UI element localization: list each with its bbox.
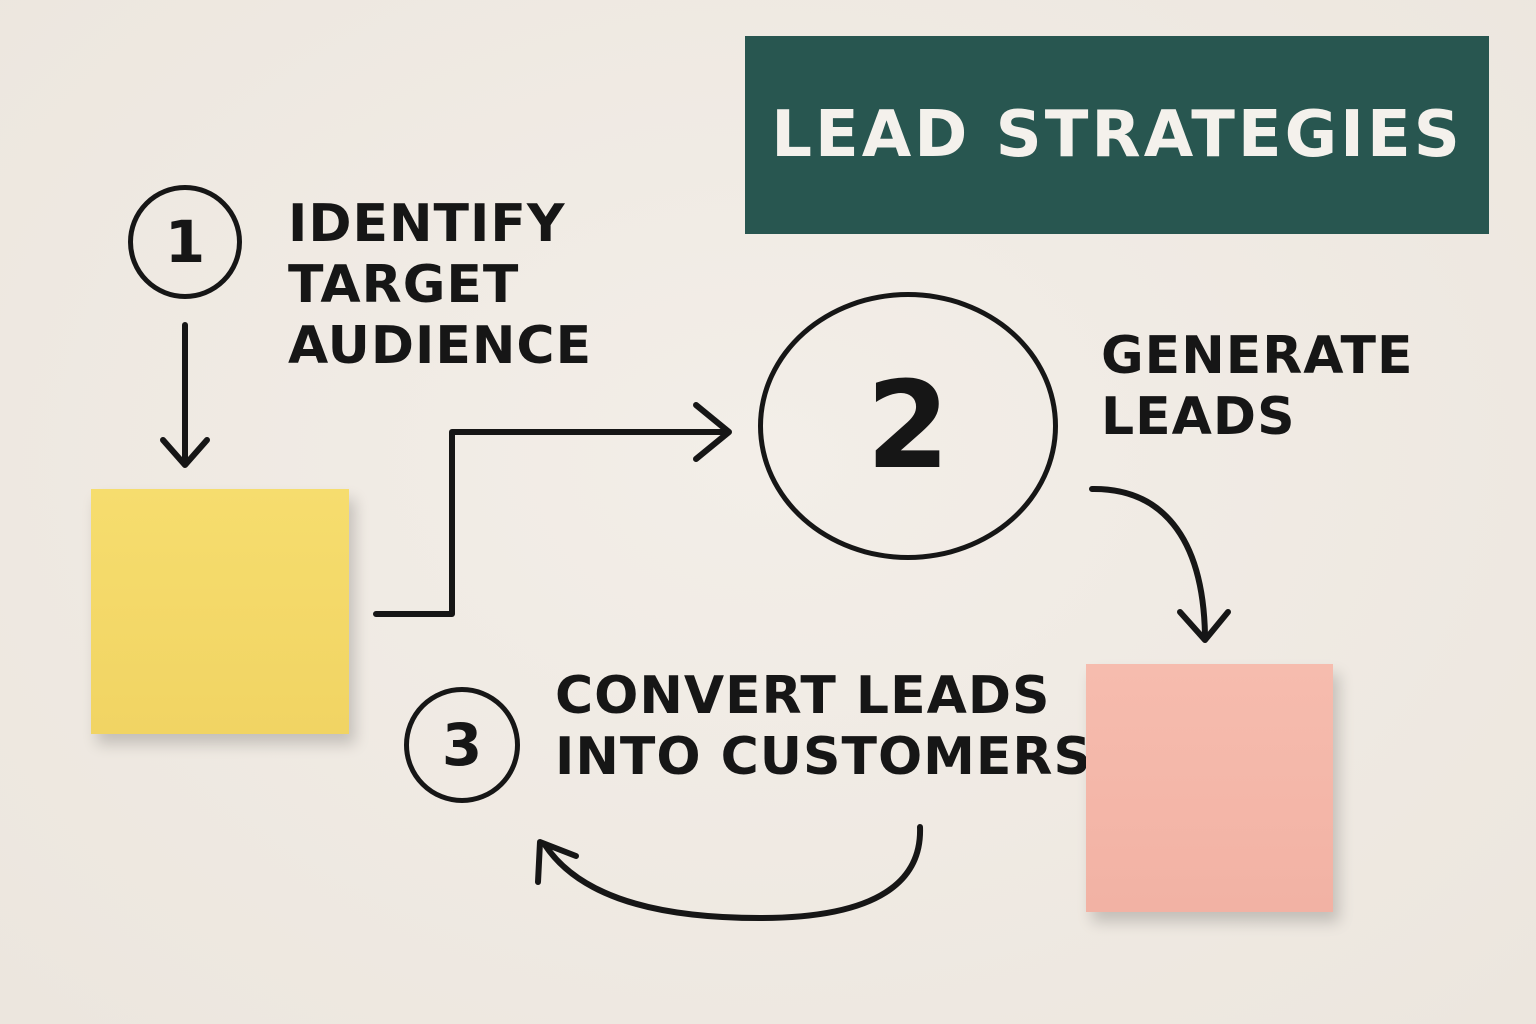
step-3-label-line-2: INTO CUSTOMERS bbox=[555, 727, 1092, 788]
arrow-step2-to-pinknote bbox=[1089, 485, 1208, 638]
step-2-label-line-1: GENERATE bbox=[1101, 326, 1414, 386]
yellow-sticky-note bbox=[91, 489, 349, 734]
step-3-circle: 3 bbox=[404, 687, 520, 803]
step-1-label: IDENTIFY TARGET AUDIENCE bbox=[288, 194, 592, 376]
step-2-label: GENERATE LEADS bbox=[1101, 326, 1413, 448]
step-3-label: CONVERT LEADS INTO CUSTOMERS bbox=[555, 666, 1092, 789]
arrow-return-to-step3-head bbox=[535, 839, 579, 885]
pink-sticky-note bbox=[1086, 664, 1333, 912]
step-1-label-line-2: TARGET bbox=[288, 254, 520, 315]
step-1-label-line-3: AUDIENCE bbox=[288, 315, 593, 376]
step-2-number: 2 bbox=[866, 356, 950, 496]
step-1-label-line-1: IDENTIFY bbox=[288, 194, 566, 254]
step-1-circle: 1 bbox=[128, 185, 242, 299]
arrow-note-to-step2 bbox=[373, 429, 731, 617]
arrow-step2-to-pinknote-head bbox=[1177, 609, 1231, 643]
step-2-label-line-2: LEADS bbox=[1101, 386, 1296, 447]
arrow-note-to-step2-head bbox=[693, 402, 732, 462]
step-2-circle: 2 bbox=[758, 292, 1058, 560]
title-banner: LEAD STRATEGIES bbox=[745, 36, 1489, 234]
diagram-title: LEAD STRATEGIES bbox=[771, 98, 1463, 172]
step-3-label-line-1: CONVERT LEADS bbox=[555, 666, 1051, 726]
arrow-return-to-step3 bbox=[542, 824, 924, 921]
step-1-number: 1 bbox=[164, 208, 206, 276]
arrow-step1-to-note-head bbox=[160, 437, 210, 468]
step-3-number: 3 bbox=[441, 711, 483, 779]
